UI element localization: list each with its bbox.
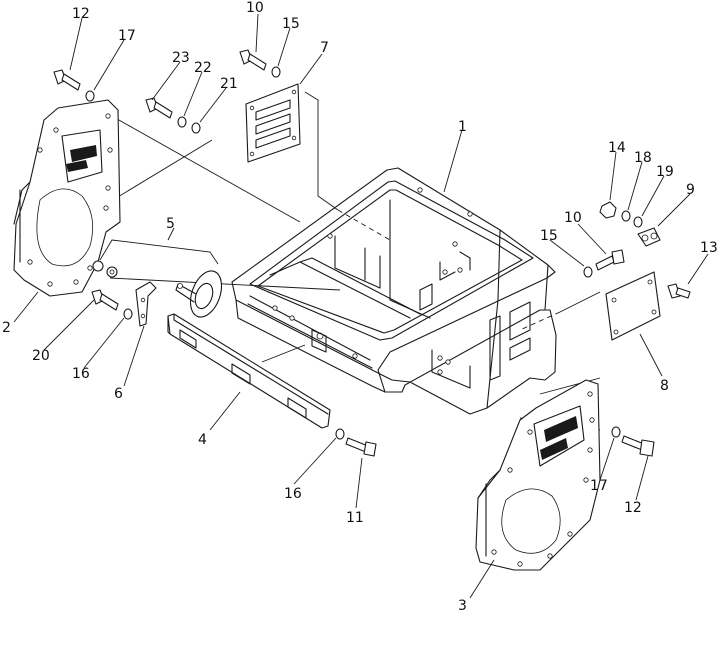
callout-17b: 17 (590, 478, 608, 494)
fasteners (53, 49, 691, 457)
callout-7: 7 (320, 40, 329, 56)
callout-21: 21 (220, 76, 238, 92)
callout-8: 8 (660, 378, 669, 394)
callout-12b: 12 (624, 500, 642, 516)
callout-20: 20 (32, 348, 50, 364)
callout-11: 11 (346, 510, 364, 526)
louvered-cover-part (245, 83, 301, 163)
callout-17a: 17 (118, 28, 136, 44)
callout-19: 19 (656, 164, 674, 180)
callout-16b: 16 (284, 486, 302, 502)
leader-lines (13, 13, 709, 599)
callout-14: 14 (608, 140, 626, 156)
horn-assembly-part (92, 239, 223, 318)
callout-3: 3 (458, 598, 467, 614)
callout-9: 9 (686, 182, 695, 198)
callout-2: 2 (2, 320, 11, 336)
cover-plate-part (605, 271, 661, 341)
callout-13: 13 (700, 240, 718, 256)
right-side-plate-part (475, 379, 601, 571)
bracket-part (135, 281, 157, 327)
callout-18: 18 (634, 150, 652, 166)
callout-4: 4 (198, 432, 207, 448)
callout-1: 1 (458, 119, 467, 135)
left-side-plate-part (13, 99, 121, 297)
clamp-part (637, 227, 661, 247)
callout-10b: 10 (564, 210, 582, 226)
frame-part (231, 167, 557, 415)
callout-22: 22 (194, 60, 212, 76)
callout-15a: 15 (282, 16, 300, 32)
callout-10a: 10 (246, 0, 264, 16)
callout-labels: 1 2 3 4 5 6 7 8 9 10 10 11 12 12 13 14 1… (2, 0, 718, 614)
callout-5: 5 (166, 216, 175, 232)
callout-16a: 16 (72, 366, 90, 382)
callout-23: 23 (172, 50, 190, 66)
callout-12a: 12 (72, 6, 90, 22)
front-bar-part (167, 313, 331, 429)
callout-6: 6 (114, 386, 123, 402)
callout-15b: 15 (540, 228, 558, 244)
